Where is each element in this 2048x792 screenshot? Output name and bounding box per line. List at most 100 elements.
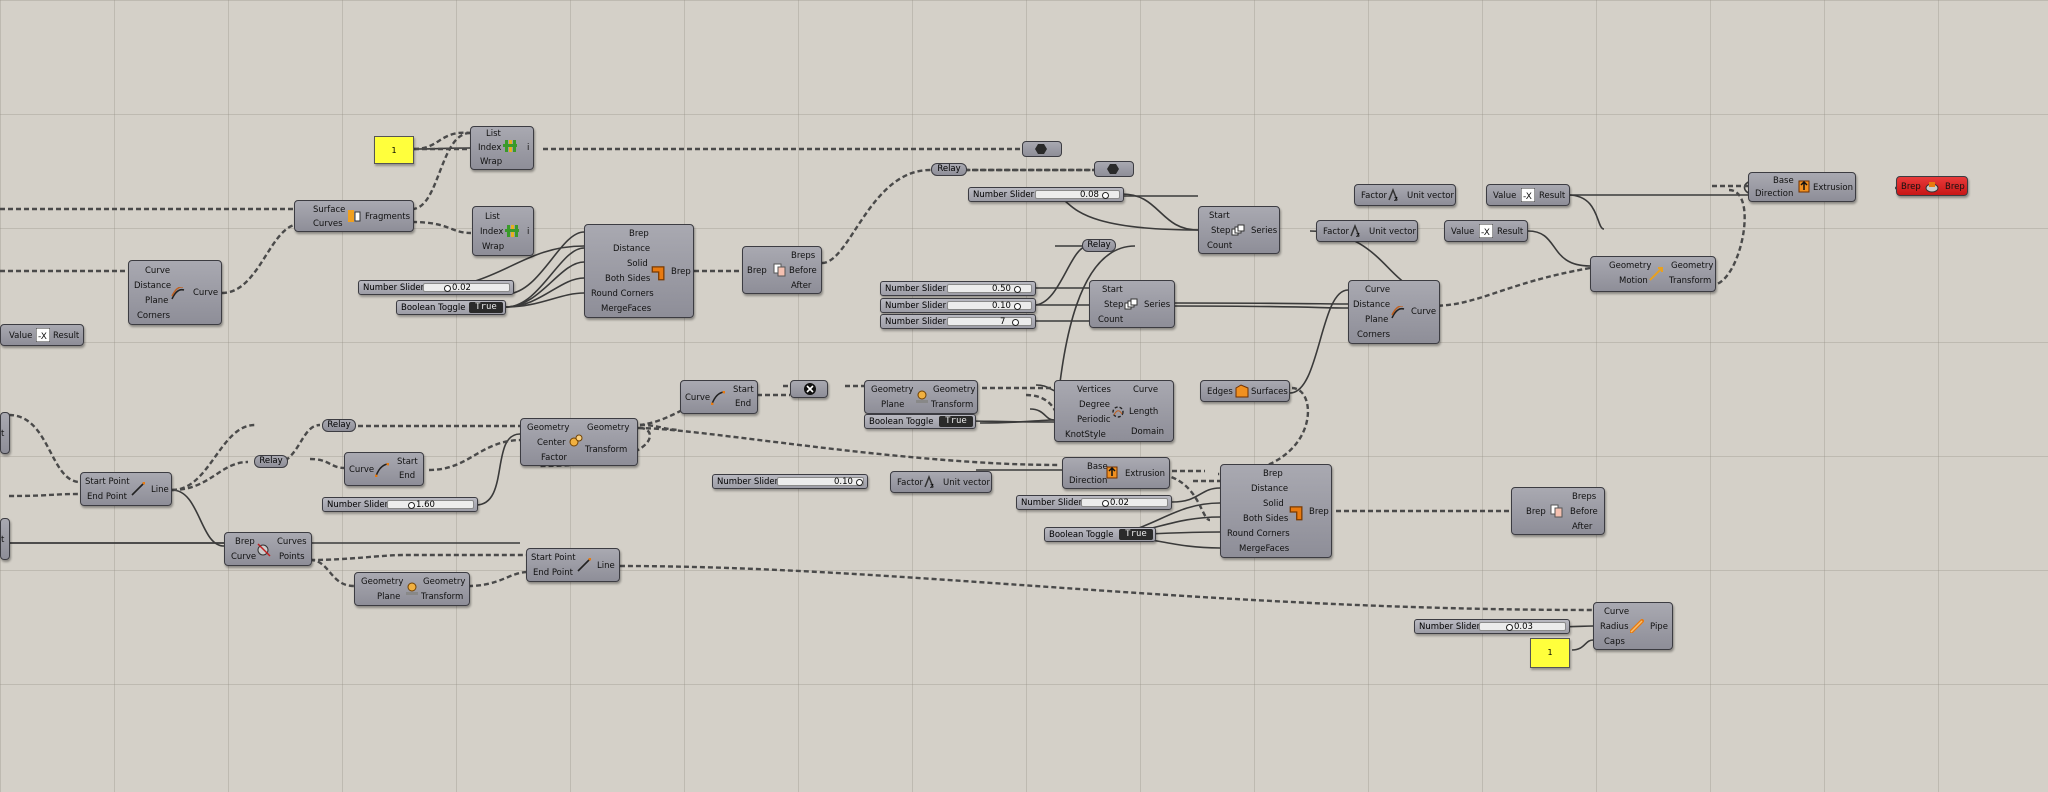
number-slider-unit-mid[interactable]: Number Slider 0.10 xyxy=(712,474,868,489)
cull-component[interactable] xyxy=(790,380,828,398)
left-edge-component-2[interactable]: t xyxy=(0,518,10,560)
number-slider-offset-top[interactable]: Number Slider 0.02 xyxy=(358,280,514,295)
input-brep: Brep xyxy=(629,229,649,239)
output-result: Result xyxy=(1539,191,1566,201)
unit-z-component-1[interactable]: Factor z Unit vector xyxy=(1354,184,1456,206)
panel-one[interactable]: 1 xyxy=(374,136,414,164)
offset-brep-component-bottom[interactable]: Brep Distance Solid Both Sides Round Cor… xyxy=(1220,464,1332,558)
relay-top[interactable]: Relay xyxy=(931,163,967,176)
mirror-component-top[interactable]: Geometry Plane Geometry Transform xyxy=(864,380,978,414)
toggle-state[interactable]: True xyxy=(939,416,973,427)
list-item-icon xyxy=(505,225,519,237)
input-geometry: Geometry xyxy=(527,423,570,433)
list-item-component-top[interactable]: List Index Wrap i xyxy=(470,126,534,170)
series-component-top[interactable]: Start Step Count Series xyxy=(1198,206,1280,254)
input-center: Center xyxy=(537,438,566,448)
scale-component[interactable]: Geometry Center Factor Geometry Transfor… xyxy=(520,418,638,466)
output-extrusion: Extrusion xyxy=(1813,183,1853,193)
slider-knob[interactable] xyxy=(1014,303,1021,310)
series-component-mid[interactable]: Start Step Count Series xyxy=(1089,280,1175,328)
geometry-container-relay[interactable] xyxy=(1094,161,1134,177)
input-corners: Corners xyxy=(137,311,171,321)
evaluate-curve-component[interactable]: Curve Start End xyxy=(680,380,758,414)
number-slider-scale-factor[interactable]: Number Slider 1.60 xyxy=(322,497,478,512)
slider-knob[interactable] xyxy=(856,479,863,486)
move-component[interactable]: Geometry Motion Geometry Transform xyxy=(1590,256,1716,292)
input-value: Value xyxy=(9,331,33,341)
slider-knob[interactable] xyxy=(1102,500,1109,507)
boolean-toggle-top[interactable]: Boolean Toggle True xyxy=(396,300,506,315)
line-component-bottom[interactable]: Start Point End Point Line xyxy=(526,548,620,582)
curve-endpoints-component[interactable]: Curve Start End xyxy=(344,452,424,486)
number-slider-series-count[interactable]: Number Slider 7 xyxy=(880,314,1036,329)
nurbs-curve-component[interactable]: Vertices Degree Periodic KnotStyle Curve… xyxy=(1054,380,1174,442)
brep-curve-intersection-component[interactable]: Brep Curve Curves Points xyxy=(224,532,312,566)
offset-curve-component-right[interactable]: Curve Distance Plane Corners Curve xyxy=(1348,280,1440,344)
output-brep: Brep xyxy=(1945,182,1965,192)
output-line: Line xyxy=(151,485,169,495)
number-slider-series-step[interactable]: Number Slider 0.10 xyxy=(880,298,1036,313)
offset-curve-component-left[interactable]: Curve Distance Plane Corners Curve xyxy=(128,260,222,325)
boolean-toggle-bottom[interactable]: Boolean Toggle True xyxy=(1044,527,1156,542)
slider-track[interactable]: 7 xyxy=(947,317,1032,327)
brep-preview-error[interactable]: Brep Brep xyxy=(1896,176,1968,196)
number-slider-top-right[interactable]: Number Slider 0.08 xyxy=(968,187,1124,202)
slider-track[interactable]: 0.02 xyxy=(423,283,510,293)
line-component-left[interactable]: Start Point End Point Line xyxy=(80,472,172,506)
slider-track[interactable]: 0.10 xyxy=(947,301,1032,311)
hexagon-icon xyxy=(1107,164,1119,174)
slider-knob[interactable] xyxy=(444,285,451,292)
slider-knob[interactable] xyxy=(1102,192,1109,199)
relay-series[interactable]: Relay xyxy=(1082,239,1116,252)
output-curves: Curves xyxy=(277,537,307,547)
relay-scale[interactable]: Relay xyxy=(322,419,356,432)
slider-track[interactable]: 0.08 xyxy=(1035,190,1120,200)
relay-line[interactable]: Relay xyxy=(254,455,288,468)
number-slider-pipe-radius[interactable]: Number Slider 0.03 xyxy=(1414,619,1570,634)
unit-z-component-2[interactable]: Factor z Unit vector xyxy=(1316,220,1418,242)
negative-component-1[interactable]: Value -X Result xyxy=(1486,184,1570,206)
dispatch-component-bottom[interactable]: Brep Breps Before After xyxy=(1511,487,1605,535)
input-distance: Distance xyxy=(1353,300,1391,310)
mirror-component-bottom[interactable]: Geometry Plane Geometry Transform xyxy=(354,572,470,606)
brep-fragments-component[interactable]: Surface Curves Fragments xyxy=(294,200,414,232)
dispatch-component-top[interactable]: Brep Breps Before After xyxy=(742,246,822,294)
slider-track[interactable]: 0.02 xyxy=(1081,498,1168,508)
offset-brep-component-top[interactable]: Brep Distance Solid Both Sides Round Cor… xyxy=(584,224,694,318)
svg-text:z: z xyxy=(1394,195,1398,202)
toggle-state[interactable]: True xyxy=(1119,529,1153,540)
input-step: Step xyxy=(1104,300,1124,310)
slider-knob[interactable] xyxy=(408,502,415,509)
slider-track[interactable]: 1.60 xyxy=(387,500,474,510)
number-slider-offset-bottom[interactable]: Number Slider 0.02 xyxy=(1016,495,1172,510)
input-list: List xyxy=(486,129,501,139)
boolean-toggle-mid[interactable]: Boolean Toggle True xyxy=(864,414,976,429)
unit-z-component-3[interactable]: Factor z Unit vector xyxy=(890,471,992,493)
input-base: Base xyxy=(1773,176,1794,186)
output-length: Length xyxy=(1129,407,1159,417)
extrude-component-mid[interactable]: Base Direction Extrusion xyxy=(1062,457,1170,489)
slider-knob[interactable] xyxy=(1506,624,1513,631)
input-start-point: Start Point xyxy=(531,553,576,563)
left-edge-component-1[interactable]: t xyxy=(0,412,10,454)
slider-track[interactable]: 0.03 xyxy=(1479,622,1566,632)
number-slider-series-start[interactable]: Number Slider 0.50 xyxy=(880,281,1036,296)
slider-track[interactable]: 0.50 xyxy=(947,284,1032,294)
toggle-state[interactable]: True xyxy=(469,302,503,313)
slider-track[interactable]: 0.10 xyxy=(777,477,864,487)
slider-knob[interactable] xyxy=(1014,286,1021,293)
slider-knob[interactable] xyxy=(1012,319,1019,326)
output-unit-vector: Unit vector xyxy=(943,478,990,488)
list-item-component-lower[interactable]: List Index Wrap i xyxy=(472,206,534,256)
geometry-container-top[interactable] xyxy=(1022,141,1062,157)
extrude-component-top[interactable]: Base Direction Extrusion xyxy=(1748,172,1856,202)
panel-pipe-caps[interactable]: 1 xyxy=(1530,638,1570,668)
pipe-component[interactable]: Curve Radius Caps Pipe xyxy=(1593,602,1673,650)
output-result: Result xyxy=(53,331,80,341)
intersection-icon xyxy=(257,543,271,557)
brep-edges-component[interactable]: Edges Surfaces xyxy=(1200,380,1290,402)
negative-component-left[interactable]: Value -X Result xyxy=(0,324,84,346)
extrude-icon xyxy=(1798,180,1810,193)
negative-component-2[interactable]: Value -X Result xyxy=(1444,220,1528,242)
